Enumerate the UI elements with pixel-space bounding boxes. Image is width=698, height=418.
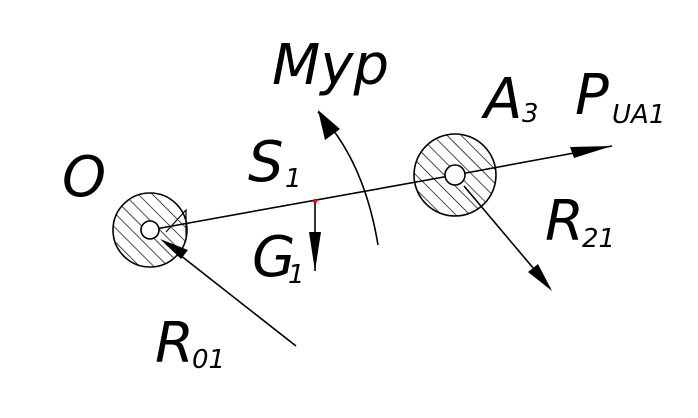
label-s-subscript: 1	[285, 164, 302, 194]
label-o: O	[62, 145, 106, 210]
gravity-g1-head	[309, 232, 321, 271]
label-r01-subscript: 01	[192, 345, 225, 375]
joint-o-triangle-detail	[165, 208, 187, 237]
reaction-r21-head	[528, 264, 552, 291]
label-r01: R	[155, 311, 194, 376]
label-g-subscript: 1	[288, 260, 305, 290]
joint-o-pin	[140, 220, 160, 240]
label-myp: Myp	[272, 33, 389, 98]
label-a-subscript: 3	[522, 99, 539, 129]
moment-myp-head	[318, 110, 340, 140]
label-r21-subscript: 21	[582, 224, 615, 254]
label-p: P	[575, 63, 609, 128]
reaction-r01-arrow	[165, 243, 297, 347]
label-p-subscript: UA1	[612, 100, 665, 130]
center-of-mass-s1-mark	[312, 198, 318, 204]
reaction-r01-head	[160, 239, 188, 259]
force-arrow-p-ua1-head	[570, 146, 612, 158]
joint-a3-pin	[444, 164, 466, 186]
link-rod	[149, 174, 456, 231]
label-a: A	[481, 67, 522, 132]
label-r21: R	[545, 189, 584, 254]
label-g: G	[252, 225, 295, 290]
label-s: S	[248, 130, 284, 195]
